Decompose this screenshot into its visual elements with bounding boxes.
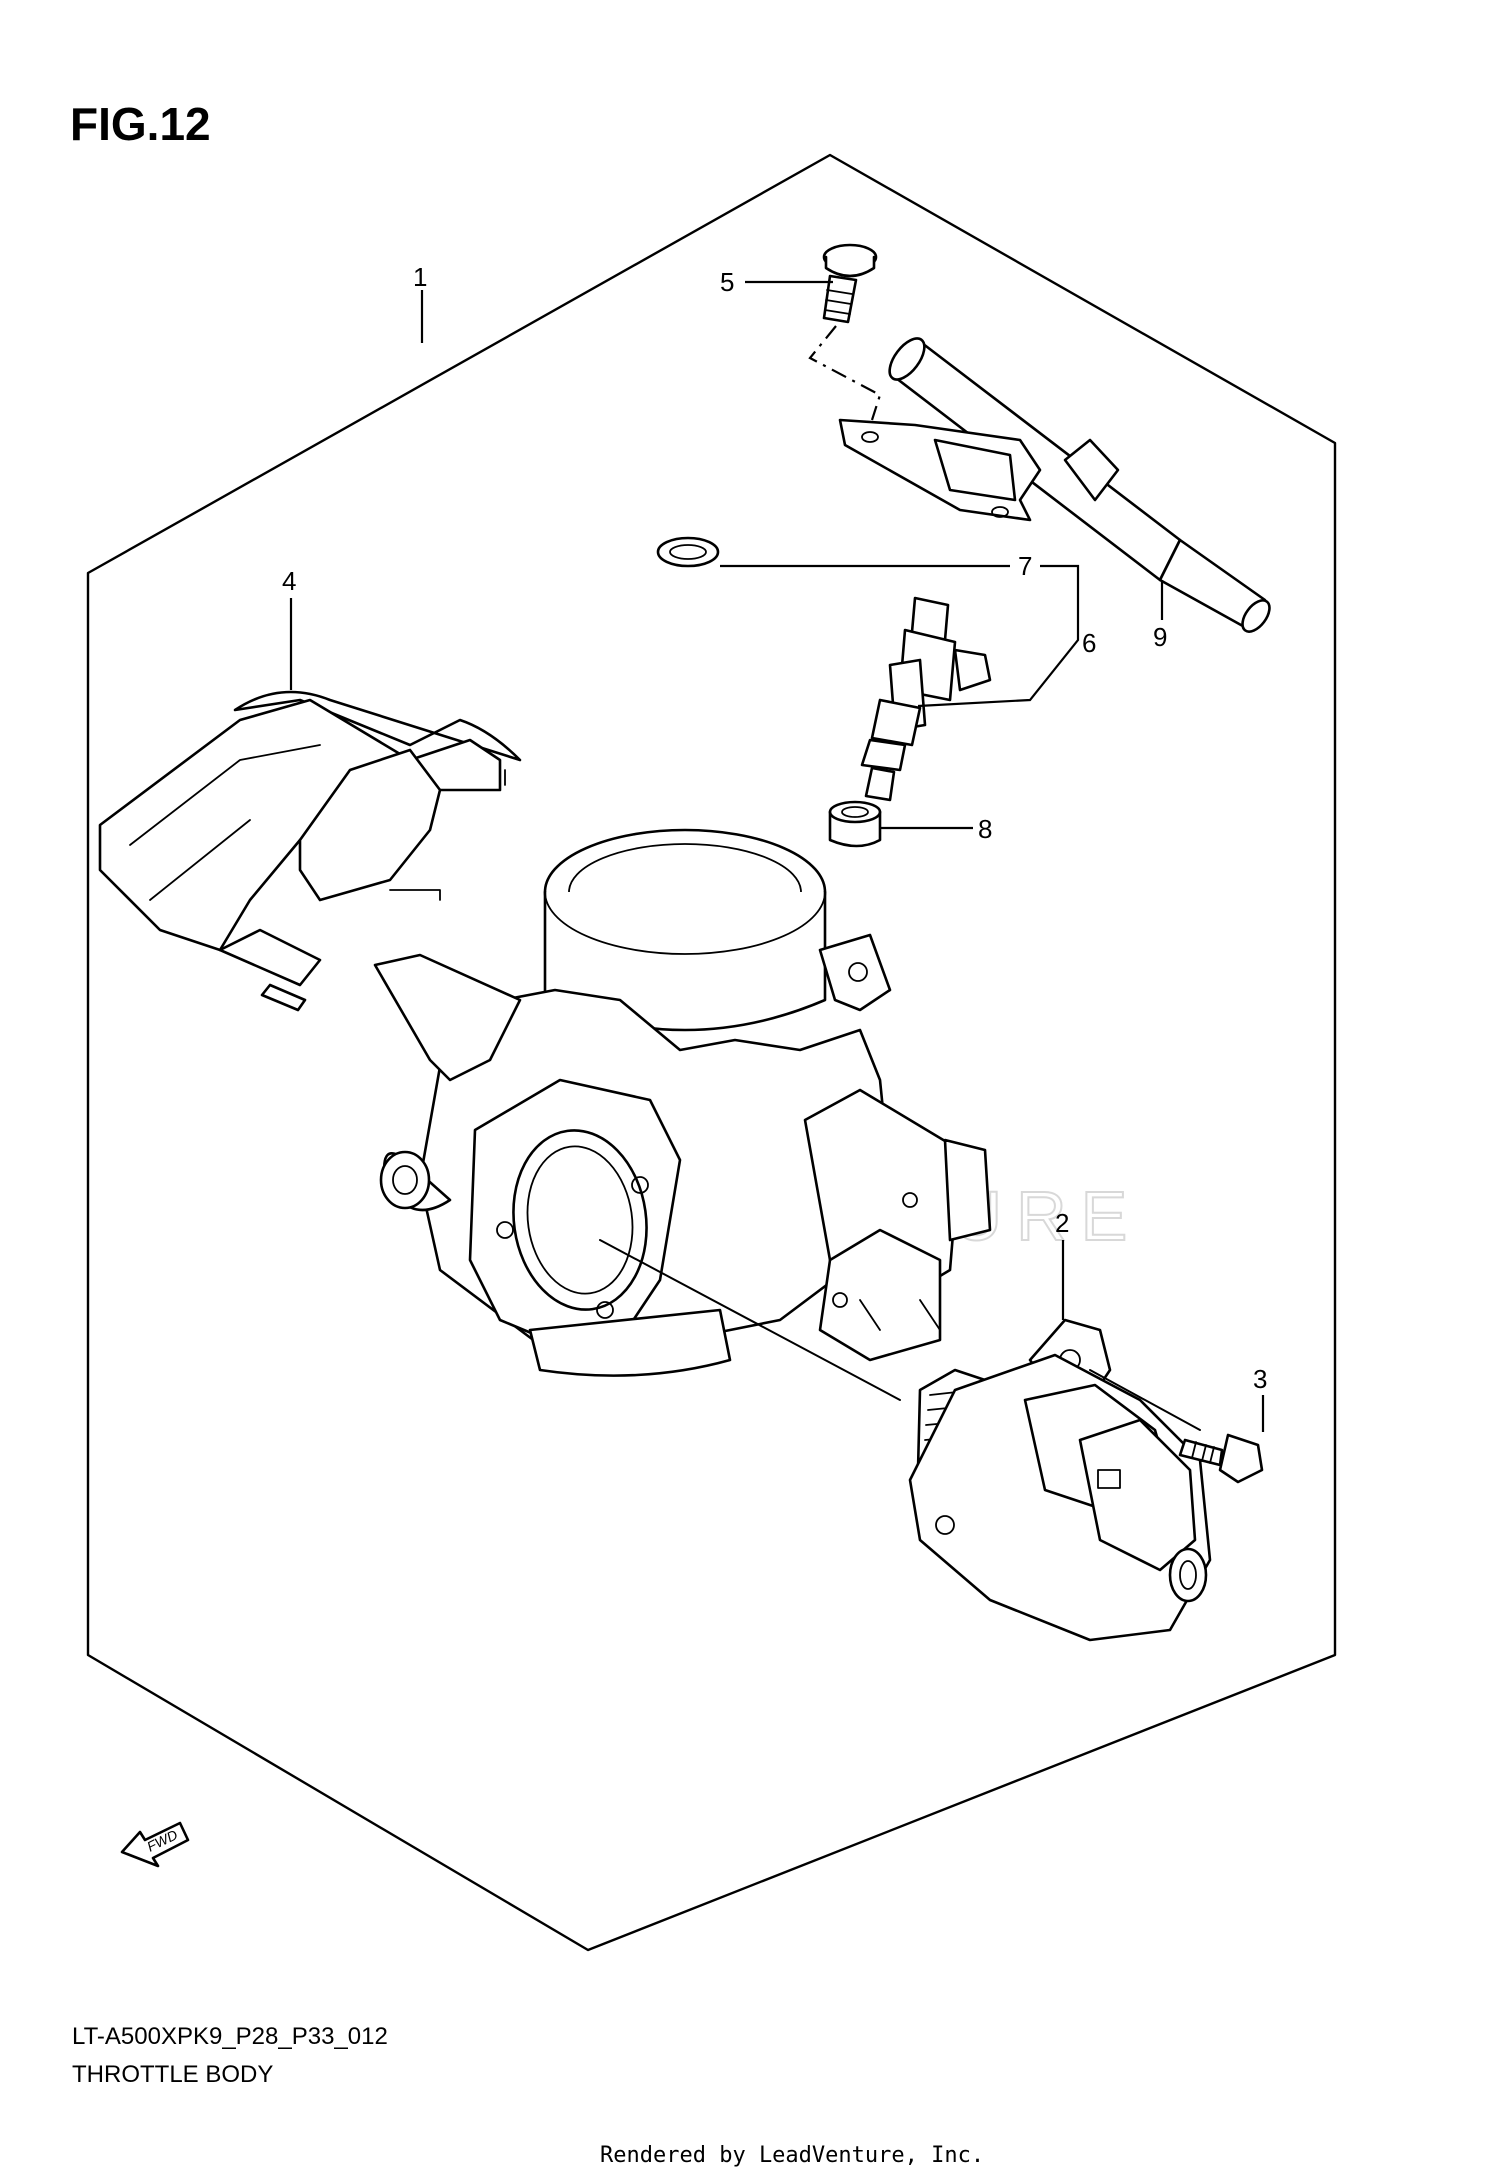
callout-5: 5	[720, 267, 734, 297]
part-8-seal	[828, 800, 882, 848]
callout-6: 6	[1082, 628, 1096, 658]
figure-title: FIG.12	[70, 98, 211, 150]
screw-5-centerline	[808, 325, 882, 421]
callout-3: 3	[1253, 1364, 1267, 1394]
part-7-o-ring	[656, 536, 720, 568]
callout-2: 2	[1055, 1208, 1069, 1238]
part-5-screw	[822, 243, 878, 324]
center-line-isc-to-screw	[1089, 1369, 1201, 1431]
fwd-arrow-icon: FWD	[120, 1821, 190, 1868]
throttle-body	[373, 828, 992, 1377]
part-3-screw	[1178, 1433, 1264, 1484]
part-9-fuel-pipe	[838, 337, 1271, 633]
center-line-throttle-to-isc	[599, 1239, 901, 1401]
part-4-bracket	[98, 690, 522, 1012]
callout-1: 1	[413, 262, 427, 292]
callout-8: 8	[978, 814, 992, 844]
model-code: LT-A500XPK9_P28_P33_012	[72, 2023, 388, 2050]
section-title: THROTTLE BODY	[72, 2061, 273, 2088]
callout-4: 4	[282, 566, 296, 596]
assembly-boundary	[86, 153, 1337, 1952]
callout-9: 9	[1153, 622, 1167, 652]
part-2-isc-valve	[908, 1318, 1212, 1642]
render-credit: Rendered by LeadVenture, Inc.	[600, 2143, 984, 2168]
callout-7: 7	[1018, 551, 1032, 581]
part-6-injector	[860, 596, 992, 802]
leader-6-bracket	[917, 564, 1080, 708]
